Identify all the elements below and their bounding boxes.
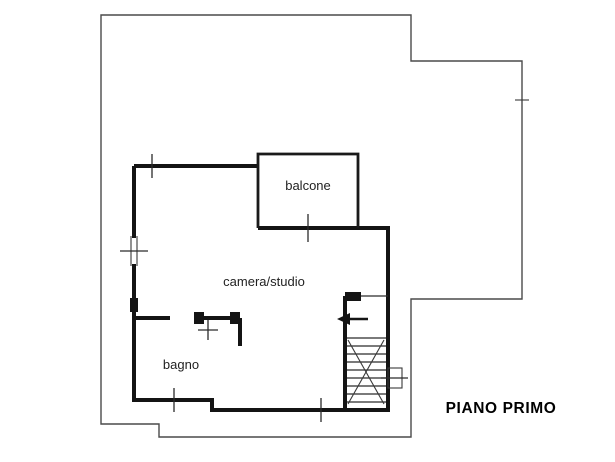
right-wall-window [381, 367, 408, 389]
outer-outline [100, 14, 529, 438]
room-label-bagno: bagno [163, 357, 199, 372]
apartment-wall-path [132, 164, 390, 412]
stair-wall-pier [345, 292, 361, 301]
bathroom-partition [134, 312, 242, 346]
staircase [343, 292, 388, 410]
partition-pier-right [230, 312, 240, 324]
window-mark-bathroom-door [198, 320, 218, 340]
stair-cut-line [347, 339, 385, 405]
arrow-head [337, 313, 350, 325]
room-label-camera-studio: camera/studio [223, 274, 305, 289]
balcony-walls [256, 152, 360, 228]
left-wall-pier [130, 298, 138, 312]
floor-title: PIANO PRIMO [446, 400, 557, 417]
stair-direction-arrow [337, 313, 368, 325]
apartment-walls [130, 164, 390, 412]
partition-pier-left [194, 312, 204, 324]
bathroom-partition-path [134, 316, 242, 346]
balcony-wall-path [256, 152, 360, 228]
window-marks [120, 154, 408, 422]
room-label-balcone: balcone [285, 178, 331, 193]
outer-outline-path [100, 14, 523, 438]
